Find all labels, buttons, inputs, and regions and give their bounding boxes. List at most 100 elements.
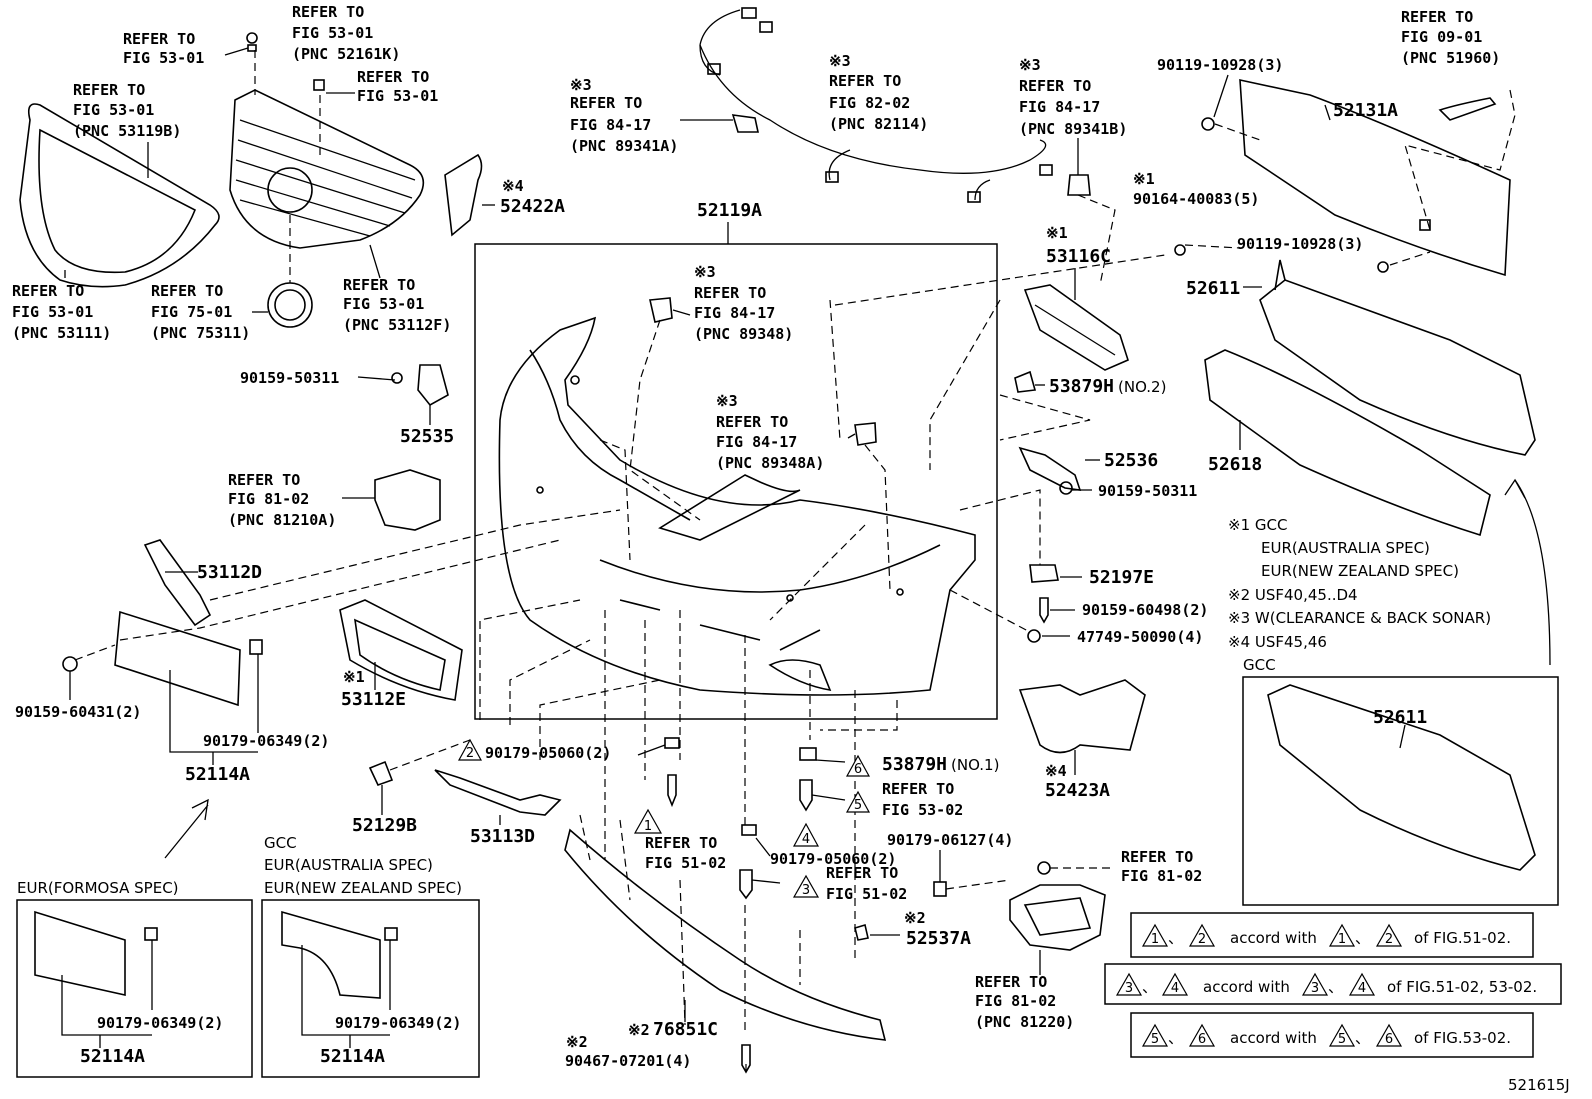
callout-line: (PNC 82114) — [829, 115, 928, 133]
callout-line: REFER TO — [12, 282, 84, 300]
svg-text:2: 2 — [1385, 932, 1393, 947]
callout-line: (PNC 53119B) — [73, 122, 181, 140]
callout-line: REFER TO — [228, 471, 300, 489]
callout-refer-84-17-pnc-89341a: ※3 REFER TO FIG 84-17 (PNC 89341A) — [570, 76, 678, 155]
callout-line: ※3 — [570, 76, 592, 94]
triangle-5-mark: 5 — [845, 790, 871, 813]
callout-line: FIG 81-02 — [1121, 867, 1202, 885]
part-76851c: 76851C — [653, 1019, 718, 1040]
svg-text:5: 5 — [1151, 1032, 1159, 1047]
part-90164-40083: 90164-40083(5) — [1133, 190, 1259, 208]
callout-line: REFER TO — [570, 94, 642, 112]
mark: ※2 — [566, 1033, 588, 1051]
callout-line: FIG 84-17 — [1019, 98, 1100, 116]
callout-line: REFER TO — [292, 3, 364, 21]
mark: ※4 — [502, 177, 524, 195]
part-suffix: (NO.1) — [951, 756, 999, 774]
part-90159-50311-a: 90159-50311 — [240, 369, 339, 387]
svg-text:4: 4 — [1171, 981, 1179, 996]
svg-text:1: 1 — [1151, 932, 1159, 947]
part-suffix: (NO.2) — [1118, 378, 1166, 396]
svg-text:、: 、 — [1328, 978, 1343, 996]
accord-text: of FIG.53-02. — [1414, 1029, 1511, 1047]
legend-note-4: ※4 USF45,46 — [1228, 633, 1327, 651]
accord-text: of FIG.51-02, 53-02. — [1387, 978, 1537, 996]
legend-note-2: ※2 USF40,45..D4 — [1228, 586, 1358, 604]
legend-note-1: ※1 GCC — [1228, 516, 1287, 534]
part-52131a: 52131A — [1333, 100, 1398, 121]
legend-notes: ※1 GCC EUR(AUSTRALIA SPEC) EUR(NEW ZEALA… — [1228, 516, 1491, 651]
mark: ※2 — [628, 1021, 650, 1039]
callout-line: REFER TO — [151, 282, 223, 300]
svg-text:2: 2 — [1198, 932, 1206, 947]
callout-line: REFER TO — [343, 276, 415, 294]
callout-line: (PNC 75311) — [151, 324, 250, 342]
part-52119a: 52119A — [697, 200, 762, 221]
mark: ※1 — [343, 668, 365, 686]
callout-refer-53-01-pnc-52161k: REFER TO FIG 53-01 (PNC 52161K) — [292, 3, 400, 63]
legend-note-1a: EUR(AUSTRALIA SPEC) — [1261, 539, 1430, 557]
diagram-id: 521615J — [1508, 1076, 1570, 1094]
part-52536: 52536 — [1104, 450, 1158, 471]
callout-line: FIG 84-17 — [694, 304, 775, 322]
part-52611-gcc: 52611 — [1373, 707, 1427, 728]
callout-line: FIG 84-17 — [570, 116, 651, 134]
part-90119-10928-mid: 90119-10928(3) — [1237, 235, 1363, 253]
part-52535: 52535 — [400, 426, 454, 447]
callout-refer-53-01-b: REFER TO FIG 53-01 — [357, 68, 438, 105]
part-53879h-no2: 53879H — [1049, 376, 1114, 397]
callout-line: REFER TO — [826, 864, 898, 882]
callout-refer-53-01-pnc-53111: REFER TO FIG 53-01 (PNC 53111) — [12, 282, 111, 342]
svg-text:2: 2 — [466, 746, 474, 761]
callout-line: (PNC 89341B) — [1019, 120, 1127, 138]
gcc-eur-box-title-2: EUR(AUSTRALIA SPEC) — [264, 856, 433, 874]
svg-text:、: 、 — [1142, 978, 1157, 996]
callout-line: FIG 53-01 — [12, 303, 93, 321]
callout-line: FIG 53-01 — [357, 87, 438, 105]
svg-text:4: 4 — [1358, 981, 1366, 996]
diagram-linework — [16, 7, 1559, 1078]
svg-text:3: 3 — [1311, 981, 1319, 996]
svg-text:、: 、 — [1168, 1029, 1183, 1047]
triangle-1-mark: 1 — [633, 808, 663, 834]
accord-row-1: 1 、 2 accord with 1 、 2 of FIG.51-02. — [1130, 912, 1534, 958]
formosa-box-title: EUR(FORMOSA SPEC) — [17, 879, 179, 897]
svg-text:3: 3 — [1125, 981, 1133, 996]
part-90467-07201: 90467-07201(4) — [565, 1052, 691, 1070]
callout-line: (PNC 53111) — [12, 324, 111, 342]
callout-line: REFER TO — [829, 72, 901, 90]
part-52114a-gcc: 52114A — [320, 1046, 385, 1067]
svg-text:6: 6 — [854, 762, 862, 777]
callout-line: REFER TO — [975, 973, 1047, 991]
accord-row-3: 5 、 6 accord with 5 、 6 of FIG.53-02. — [1130, 1012, 1534, 1058]
callout-line: REFER TO — [1019, 77, 1091, 95]
part-90159-50311-b: 90159-50311 — [1098, 482, 1197, 500]
part-52423a: 52423A — [1045, 780, 1110, 801]
callout-line: FIG 09-01 — [1401, 28, 1482, 46]
part-52618: 52618 — [1208, 454, 1262, 475]
gcc-eur-box-title-1: GCC — [264, 834, 297, 852]
part-52114a-formosa: 52114A — [80, 1046, 145, 1067]
callout-line: (PNC 53112F) — [343, 316, 451, 334]
callout-line: (PNC 81220) — [975, 1013, 1074, 1031]
callout-line: REFER TO — [357, 68, 429, 86]
callout-line: (PNC 89348) — [694, 325, 793, 343]
triangle-marks: 2 6 5 1 4 3 — [457, 738, 871, 898]
callout-refer-84-17-pnc-89348a: ※3 REFER TO FIG 84-17 (PNC 89348A) — [716, 392, 824, 472]
part-90119-10928-top: 90119-10928(3) — [1157, 56, 1283, 74]
callout-refer-81-02-pnc-81220: REFER TO FIG 81-02 (PNC 81220) — [975, 973, 1074, 1031]
part-53113d: 53113D — [470, 826, 535, 847]
callout-refer-82-02-pnc-82114: ※3 REFER TO FIG 82-02 (PNC 82114) — [829, 52, 928, 133]
part-90179-06349-gcc: 90179-06349(2) — [335, 1014, 461, 1032]
part-52611: 52611 — [1186, 278, 1240, 299]
callout-line: (PNC 81210A) — [228, 511, 336, 529]
svg-text:1: 1 — [1338, 932, 1346, 947]
part-53112d: 53112D — [197, 562, 262, 583]
accord-text: accord with — [1230, 929, 1317, 947]
callout-refer-84-17-pnc-89348: ※3 REFER TO FIG 84-17 (PNC 89348) — [694, 263, 793, 343]
callout-line: REFER TO — [73, 81, 145, 99]
callout-line: FIG 75-01 — [151, 303, 232, 321]
part-52422a: 52422A — [500, 196, 565, 217]
mark: ※1 — [1046, 224, 1068, 242]
accord-row-2: 3 、 4 accord with 3 、 4 of FIG.51-02, 53… — [1104, 963, 1562, 1005]
